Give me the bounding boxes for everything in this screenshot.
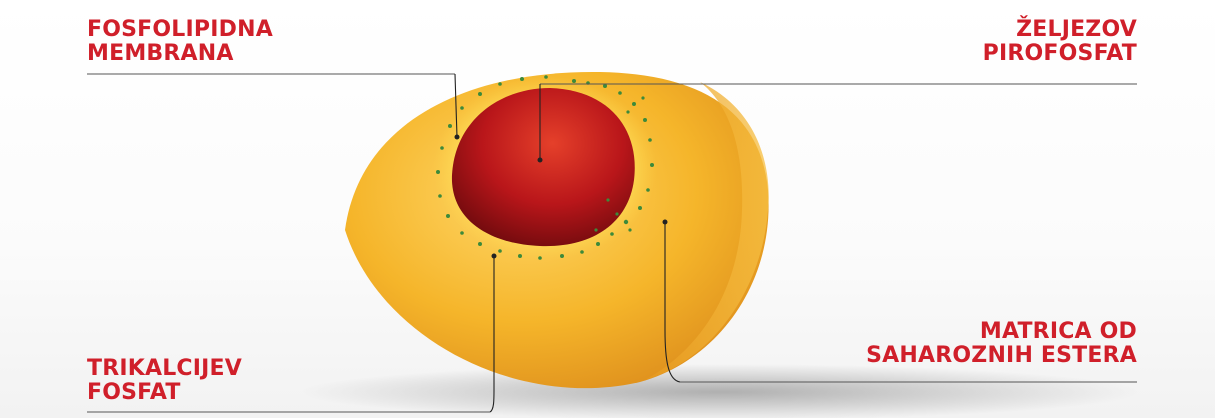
label-trikalcijev-line2: FOSFAT <box>87 381 242 405</box>
ground-shadow <box>300 364 1140 418</box>
dot-matrica <box>663 220 668 225</box>
label-trikalcijev-line1: TRIKALCIJEV <box>87 357 242 381</box>
label-trikalcijev-fosfat: TRIKALCIJEV FOSFAT <box>87 357 242 405</box>
label-zeljezov-line1: ŽELJEZOV <box>983 18 1137 42</box>
label-fosfolipidna-membrana: FOSFOLIPIDNA MEMBRANA <box>87 18 273 66</box>
label-matrica-line1: MATRICA OD <box>866 320 1137 344</box>
label-zeljezov-pirofosfat: ŽELJEZOV PIROFOSFAT <box>983 18 1137 66</box>
dot-zeljezov <box>538 158 543 163</box>
label-zeljezov-line2: PIROFOSFAT <box>983 42 1137 66</box>
dot-fosfolipidna <box>455 135 460 140</box>
dot-trikalcijev <box>492 254 497 259</box>
label-fosfolipidna-line1: FOSFOLIPIDNA <box>87 18 273 42</box>
label-fosfolipidna-line2: MEMBRANA <box>87 42 273 66</box>
label-matrica-saharoznih-estera: MATRICA OD SAHAROZNIH ESTERA <box>866 320 1137 368</box>
label-matrica-line2: SAHAROZNIH ESTERA <box>866 344 1137 368</box>
